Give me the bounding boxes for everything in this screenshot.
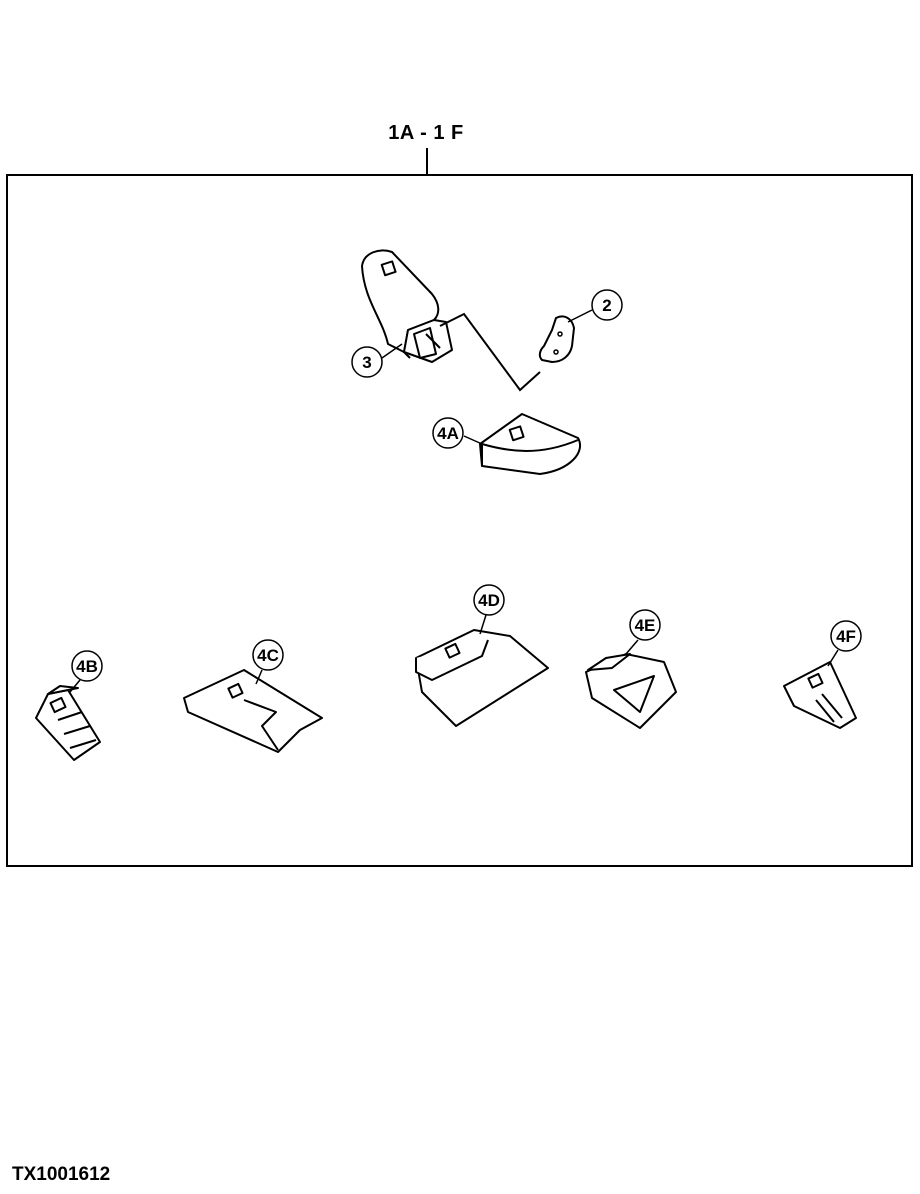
callout-4c: 4C — [252, 639, 284, 685]
tooth-part-4a — [479, 413, 581, 475]
svg-text:4E: 4E — [635, 616, 656, 635]
tooth-part-4f — [783, 661, 857, 729]
callout-3: 3 — [351, 343, 403, 378]
svg-text:4B: 4B — [76, 657, 98, 676]
assembly-range-label: 1A - 1 F — [388, 122, 464, 144]
tooth-part-4c — [183, 669, 323, 753]
tooth-part-4d — [415, 629, 549, 727]
adapter-part-3 — [361, 249, 453, 363]
callout-4d: 4D — [473, 584, 505, 635]
svg-text:2: 2 — [602, 296, 611, 315]
assembly-connector-line — [439, 312, 541, 392]
svg-text:3: 3 — [362, 353, 371, 372]
svg-text:4F: 4F — [836, 627, 856, 646]
figure-id: TX1001612 — [12, 1164, 111, 1185]
svg-text:4D: 4D — [478, 591, 500, 610]
callout-2: 2 — [567, 289, 623, 323]
tooth-part-4e — [585, 653, 677, 729]
callout-4b: 4B — [69, 650, 103, 693]
callout-4e: 4E — [625, 609, 661, 655]
svg-text:4C: 4C — [257, 646, 279, 665]
retainer-part-2 — [538, 315, 575, 363]
callout-4f: 4F — [827, 620, 862, 667]
callout-4a: 4A — [432, 417, 483, 449]
svg-text:4A: 4A — [437, 424, 459, 443]
parts-frame — [6, 174, 913, 867]
tooth-part-4b — [35, 685, 101, 761]
